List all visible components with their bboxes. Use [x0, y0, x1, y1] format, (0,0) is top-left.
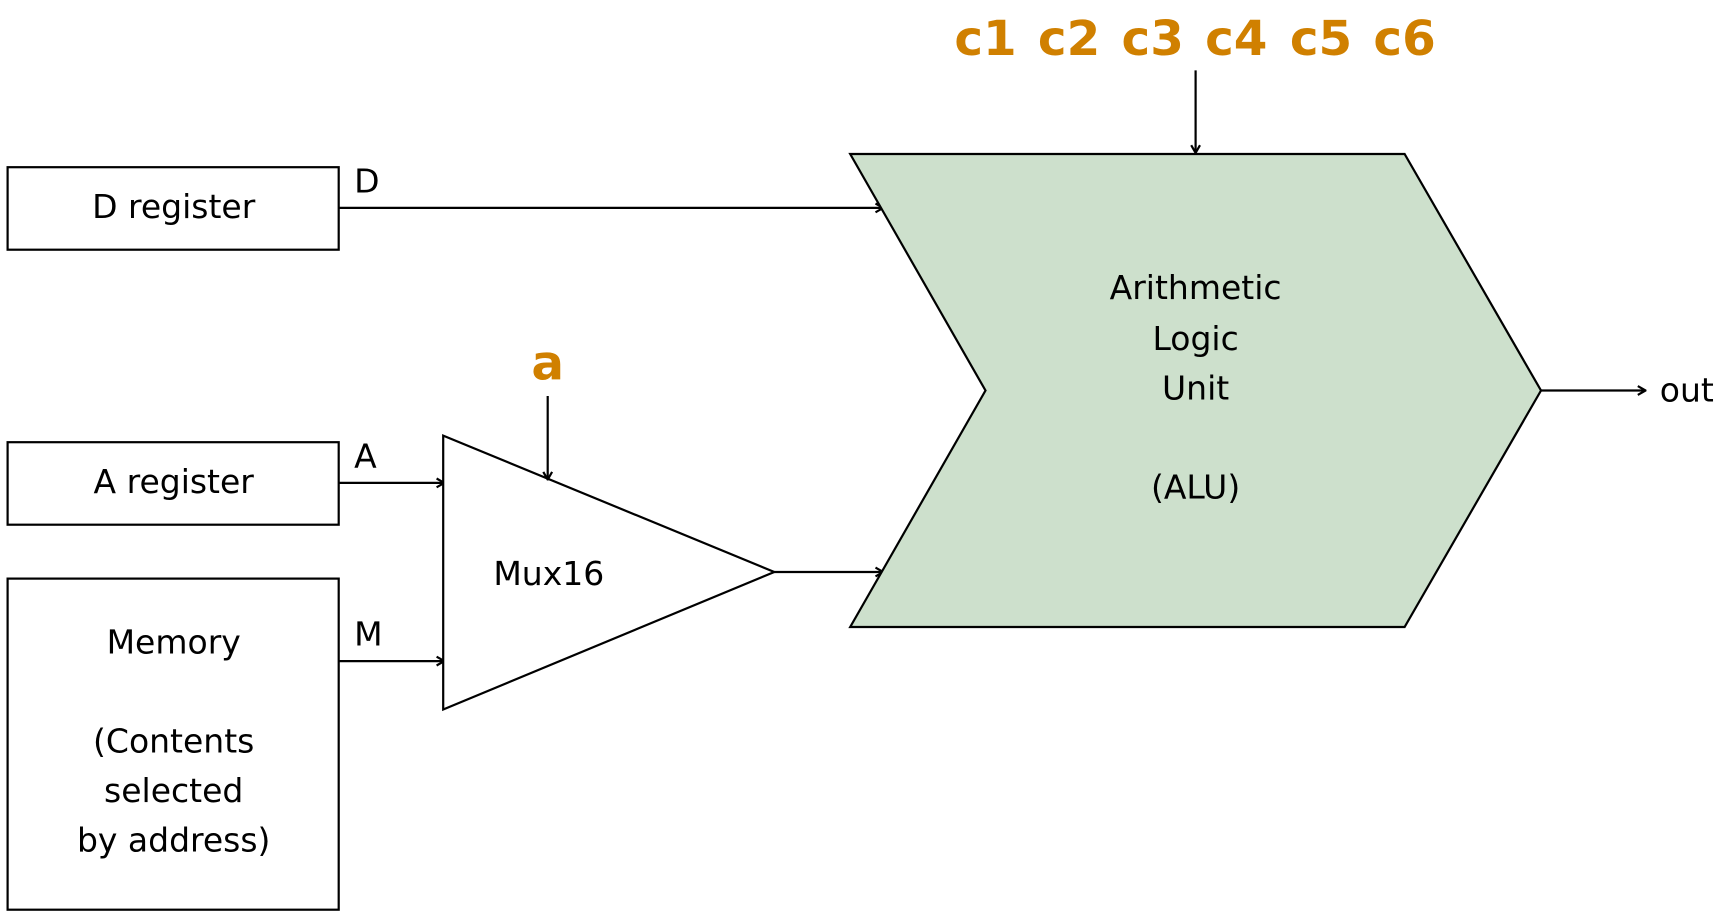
- alu-line: (ALU): [1151, 467, 1240, 506]
- alu-line: Logic: [1152, 319, 1238, 358]
- d-signal-label: D: [354, 162, 379, 201]
- alu-output-label: out: [1660, 371, 1714, 410]
- control-bit-c1: c1: [954, 11, 1016, 67]
- memory-line: (Contents: [93, 721, 254, 760]
- d-register-label: D register: [92, 187, 256, 226]
- control-bit-c2: c2: [1038, 11, 1100, 67]
- mux16: Mux16: [442, 433, 778, 712]
- mux-control-label: a: [531, 336, 564, 392]
- memory-line: by address): [77, 820, 271, 859]
- a-signal-label: A: [354, 437, 377, 476]
- memory: Memory (Contents selected by address): [6, 577, 340, 911]
- d-register: D register: [6, 166, 340, 251]
- memory-line: selected: [104, 771, 243, 810]
- a-register-label: A register: [94, 462, 255, 501]
- alu: Arithmetic Logic Unit (ALU): [848, 152, 1543, 629]
- control-bit-c5: c5: [1290, 11, 1352, 67]
- mux-label: Mux16: [493, 554, 604, 593]
- control-bit-c3: c3: [1122, 11, 1184, 67]
- control-bit-c4: c4: [1205, 11, 1267, 67]
- m-signal-label: M: [354, 615, 382, 654]
- alu-line: Unit: [1162, 368, 1229, 407]
- memory-line: Memory: [107, 622, 241, 661]
- control-bit-c6: c6: [1373, 11, 1435, 67]
- alu-line: Arithmetic: [1110, 268, 1282, 307]
- a-register: A register: [6, 441, 340, 526]
- alu-control-bits: c1 c2 c3 c4 c5 c6: [954, 11, 1435, 67]
